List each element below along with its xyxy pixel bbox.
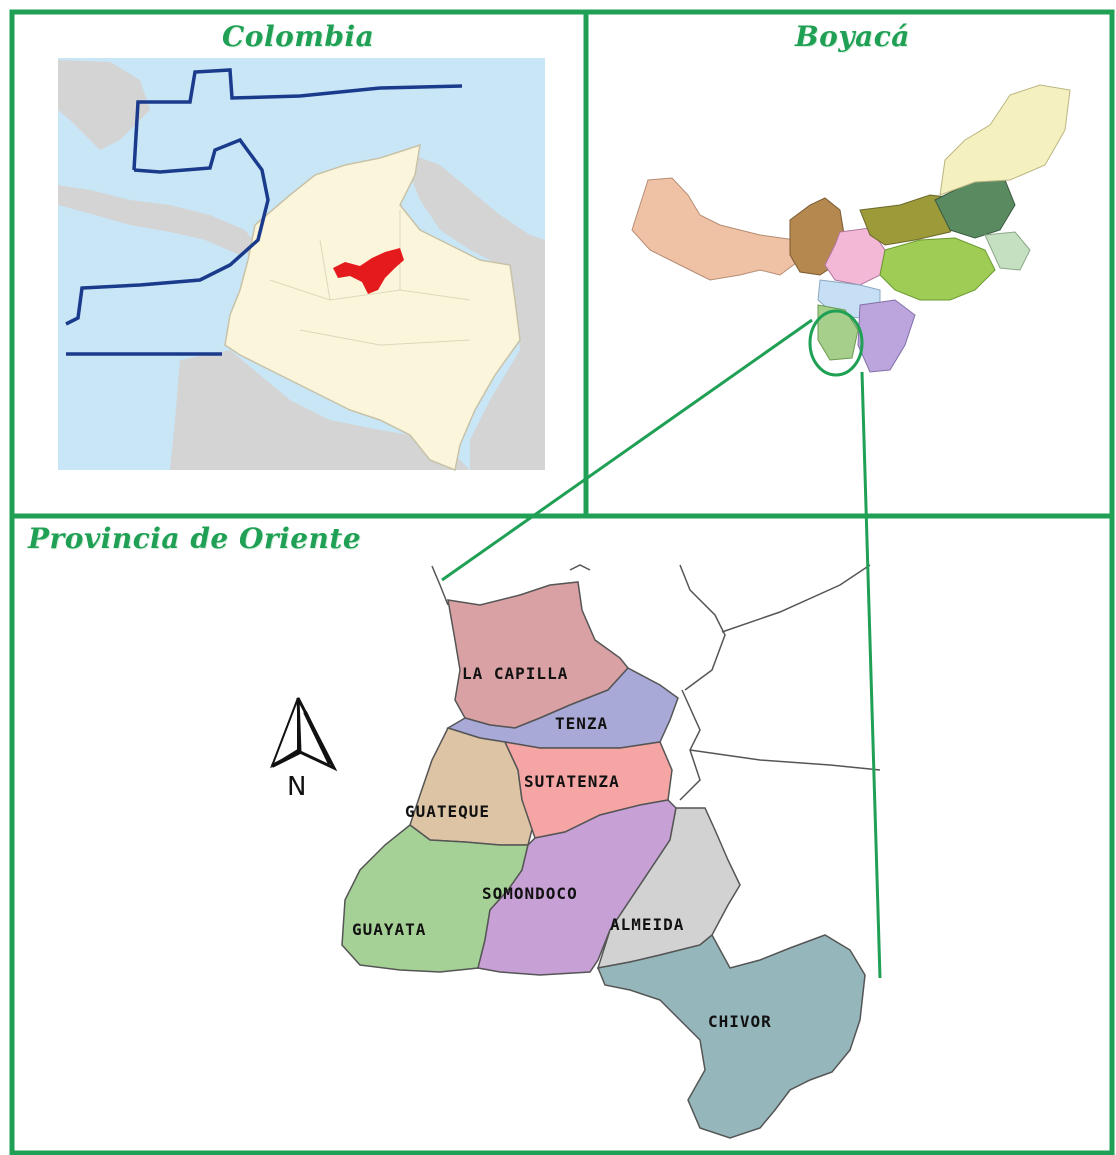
central-america-land (58, 60, 150, 150)
peru-ecuador-land (170, 350, 470, 470)
boyaca-oriente-province (817, 304, 859, 361)
panel-frame (9, 9, 1115, 1155)
boyaca-highlight (333, 248, 404, 294)
connector-line-left (441, 318, 813, 582)
label-guayata: GUAYATA (352, 920, 427, 939)
label-guateque: GUATEQUE (405, 802, 491, 821)
boyaca-west-province (631, 177, 801, 281)
boyaca-panel (631, 84, 1071, 377)
north-arrow-icon (270, 697, 338, 772)
connector-line-right (860, 371, 882, 979)
label-somondoco: SOMONDOCO (482, 884, 578, 903)
neighbor-boundary (431, 565, 449, 606)
label-tenza: TENZA (555, 714, 609, 733)
maritime-boundary-west (65, 137, 270, 326)
province-panel (341, 564, 881, 1139)
neighbor-boundary (679, 564, 871, 691)
panama-isthmus (58, 185, 260, 255)
department-boundaries (269, 210, 471, 346)
oriente-highlight-circle (808, 309, 864, 377)
boyaca-sugamuxi-province (879, 237, 996, 301)
north-arrow-label: N (287, 772, 307, 802)
neighbor-boundary (569, 564, 591, 571)
municipality-chivor (596, 933, 866, 1139)
boyaca-panel-title: Boyacá (795, 20, 910, 53)
municipality-somondoco (477, 799, 677, 976)
colombia-panel-title: Colombia (222, 20, 375, 53)
label-chivor: CHIVOR (708, 1012, 772, 1031)
maritime-boundary-north (132, 68, 463, 171)
neighbor-boundary (679, 689, 881, 801)
colombia-panel (58, 58, 545, 472)
boyaca-norte-province (939, 84, 1071, 196)
label-almeida: ALMEIDA (610, 915, 685, 934)
label-la-capilla: LA CAPILLA (462, 664, 569, 683)
venezuela-land (400, 150, 545, 470)
boyaca-valderrama-province (984, 231, 1031, 271)
colombia-land (224, 143, 521, 472)
label-sutatenza: SUTATENZA (524, 772, 620, 791)
province-panel-title: Provincia de Oriente (28, 522, 362, 555)
boyaca-lengupa-province (857, 299, 916, 373)
